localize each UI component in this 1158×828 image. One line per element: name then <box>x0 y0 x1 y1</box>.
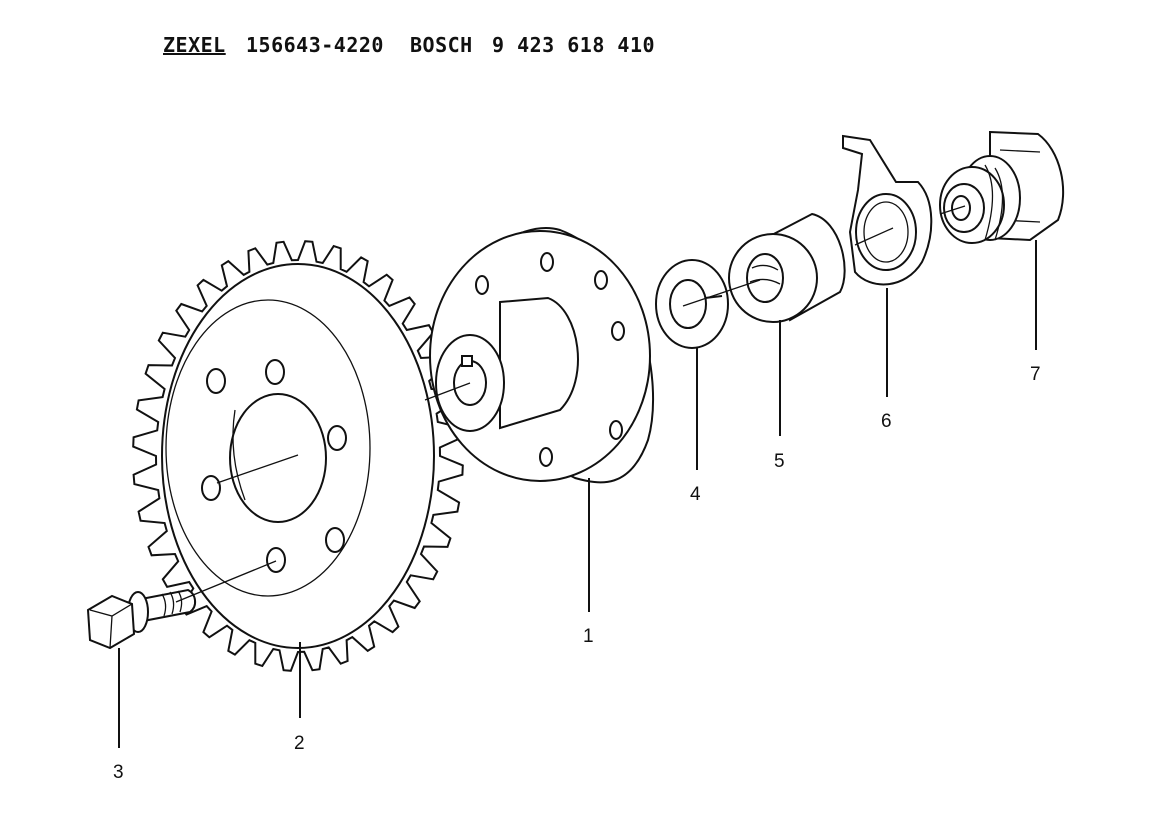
part-number-zexel: 156643-4220 <box>246 33 384 57</box>
hex-bolt <box>86 588 196 650</box>
brand-bosch: BOSCH <box>410 33 473 57</box>
callout-6: 6 <box>881 411 892 432</box>
hub-cone <box>499 296 579 430</box>
gear-bolt-hole <box>206 368 226 394</box>
callout-7: 7 <box>1030 364 1041 385</box>
callout-1: 1 <box>583 626 594 647</box>
hub-keyway <box>461 355 473 367</box>
callout-5: 5 <box>774 451 785 472</box>
plug-threads <box>984 164 1004 241</box>
axis-line <box>424 382 471 401</box>
lock-plate-hole-inner <box>863 201 909 263</box>
gear-bolt-hole <box>327 425 347 451</box>
brand-zexel: ZEXEL <box>163 33 226 57</box>
flange-hole <box>609 420 623 440</box>
leader-lines <box>118 240 1037 748</box>
flange-hole <box>475 275 489 295</box>
bolt-head-edges <box>89 603 133 649</box>
round-nut <box>728 212 846 323</box>
axis-line <box>175 560 277 603</box>
axis-line <box>216 454 299 484</box>
assembly-axis-lines <box>175 205 966 603</box>
gear-inner-ring <box>165 299 371 597</box>
part-number-bosch: 9 423 618 410 <box>492 33 656 57</box>
nut-thread <box>746 253 784 303</box>
callout-4: 4 <box>690 484 701 505</box>
plug-tip <box>951 195 971 221</box>
flange-hole <box>611 321 625 341</box>
lock-plate <box>842 134 933 286</box>
gear-bore <box>229 393 327 523</box>
lock-washer <box>655 259 729 349</box>
nut-thread-lines <box>749 264 781 285</box>
axis-line <box>682 279 761 307</box>
flange-hole <box>540 252 554 272</box>
lock-plate-hole <box>855 193 917 271</box>
gear-bolt-hole <box>266 547 286 573</box>
callout-3: 3 <box>113 762 124 783</box>
axis-line <box>854 227 894 246</box>
gear-bore-depth <box>232 409 246 501</box>
callout-2: 2 <box>294 733 305 754</box>
gear-bolt-hole <box>265 359 285 385</box>
bolt-threads <box>161 590 183 617</box>
flange-hub <box>429 227 655 484</box>
screw-plug <box>939 130 1065 244</box>
gear-bolt-hole <box>201 475 221 501</box>
gear-bolt-hole <box>325 527 345 553</box>
axis-line <box>939 205 966 215</box>
drive-gear <box>132 240 464 672</box>
flange-hole <box>539 447 553 467</box>
flange-hole <box>594 270 608 290</box>
